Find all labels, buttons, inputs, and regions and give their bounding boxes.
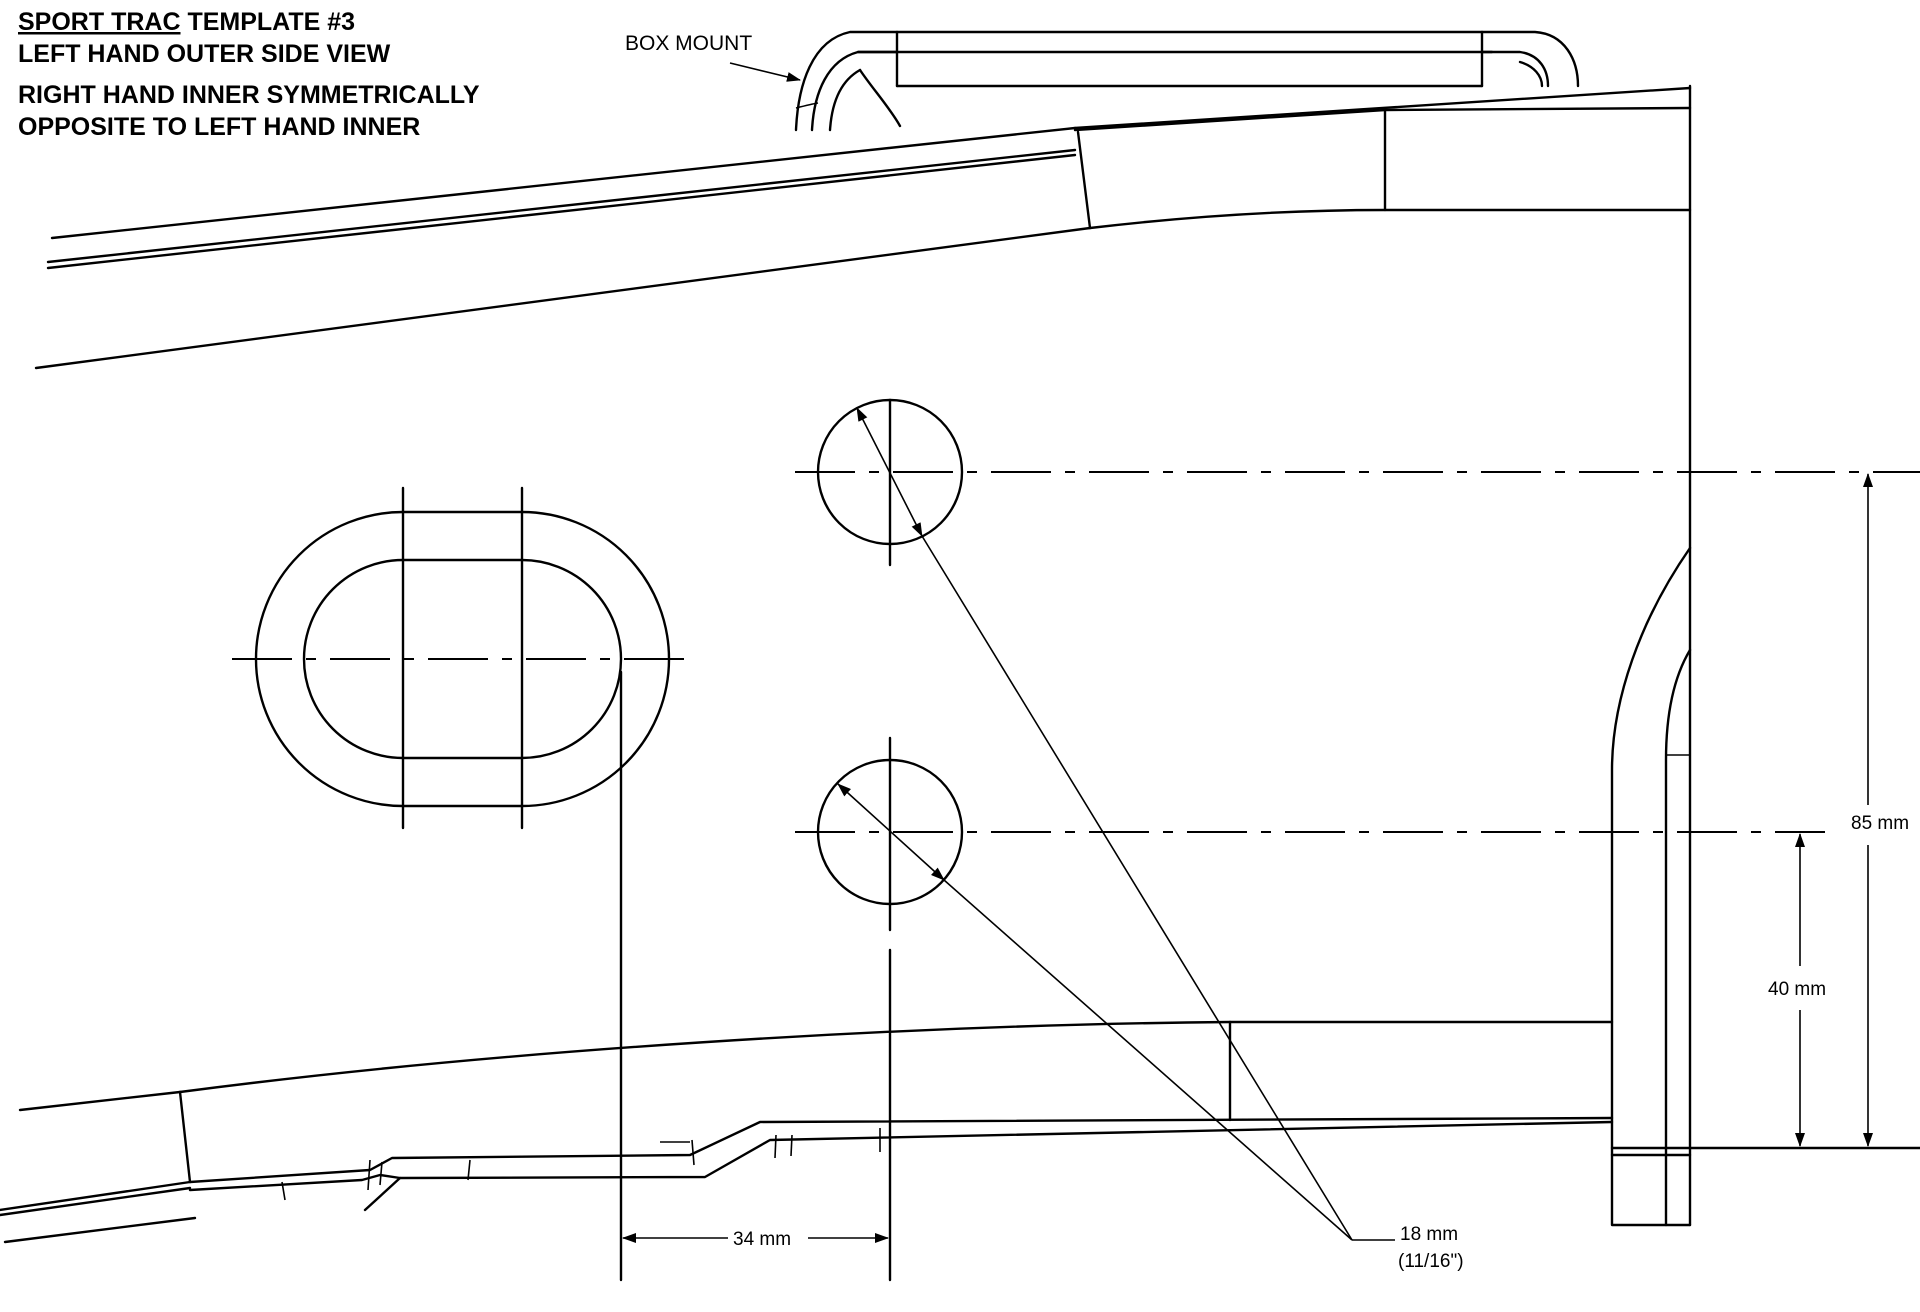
dimension-34mm-label: 34 mm bbox=[733, 1229, 791, 1250]
title-block: SPORT TRAC TEMPLATE #3 LEFT HAND OUTER S… bbox=[18, 8, 480, 141]
dimension-40mm: 40 mm bbox=[1768, 833, 1826, 1147]
box-mount-label: BOX MOUNT bbox=[625, 32, 752, 55]
lower-hole bbox=[795, 736, 1825, 1282]
oval-slot bbox=[232, 486, 695, 830]
right-frame-edge bbox=[1610, 84, 1692, 1227]
dimension-34mm: 34 mm bbox=[619, 670, 889, 1282]
lower-frame-rail bbox=[0, 1020, 1920, 1244]
hole-diameter-leader: 18 mm (11/16") bbox=[921, 535, 1464, 1272]
dimension-85mm-label: 85 mm bbox=[1851, 813, 1909, 834]
title-line-4: OPPOSITE TO LEFT HAND INNER bbox=[18, 113, 420, 141]
title-line-3: RIGHT HAND INNER SYMMETRICALLY bbox=[18, 81, 480, 109]
hole-diameter-metric-label: 18 mm bbox=[1400, 1224, 1458, 1245]
dimension-40mm-label: 40 mm bbox=[1768, 979, 1826, 1000]
title-line-1: SPORT TRAC TEMPLATE #3 bbox=[18, 8, 355, 36]
hole-diameter-imperial-label: (11/16") bbox=[1398, 1251, 1464, 1272]
title-line-2: LEFT HAND OUTER SIDE VIEW bbox=[18, 40, 391, 68]
upper-frame-rail bbox=[34, 86, 1692, 370]
box-mount-bracket: BOX MOUNT bbox=[625, 30, 1580, 132]
upper-hole bbox=[795, 398, 1920, 567]
dimension-85mm: 85 mm bbox=[1851, 473, 1909, 1147]
